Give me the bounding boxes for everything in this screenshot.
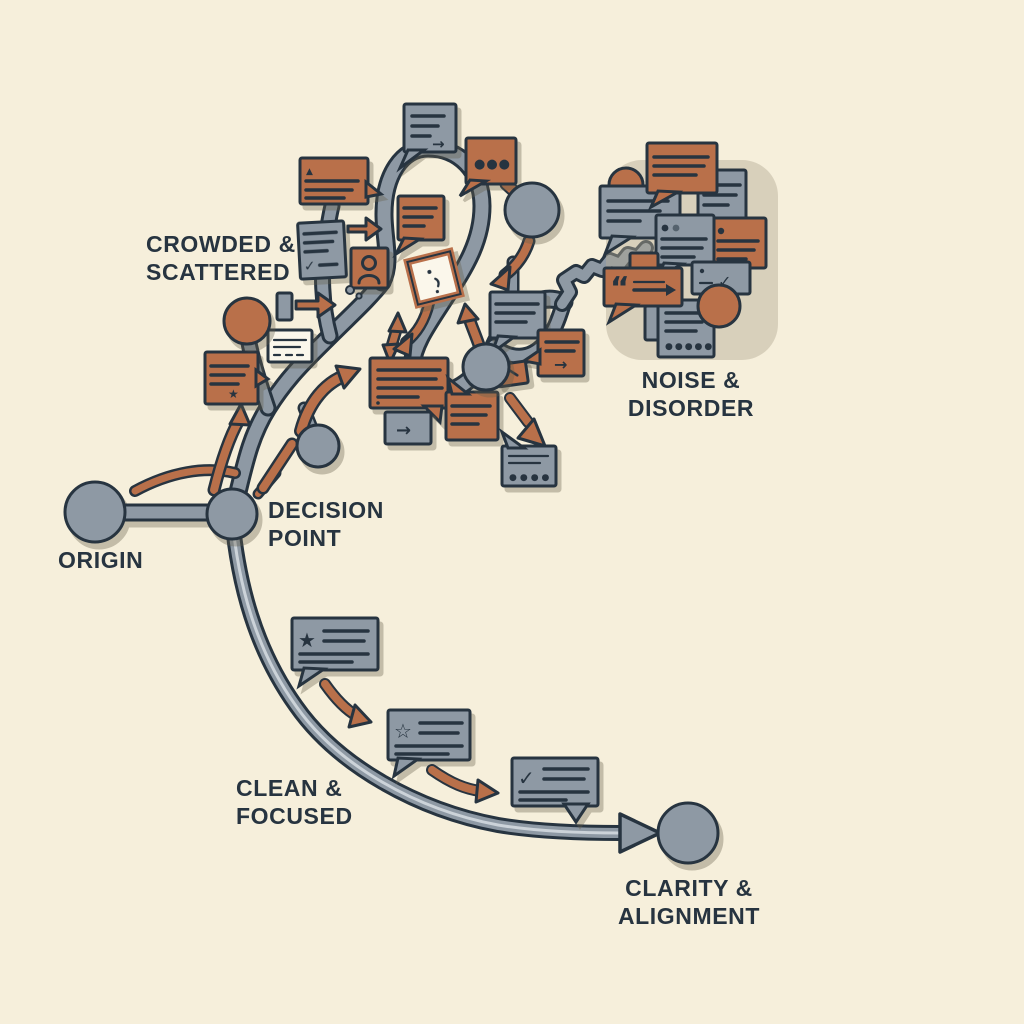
small-dots <box>345 285 363 300</box>
note-bubble-big-orange <box>368 356 450 426</box>
orange-circle-left <box>222 296 272 346</box>
person-icon <box>357 255 381 285</box>
arrow-head-icon <box>666 284 676 296</box>
clean-label-line1: CLEAN & <box>236 775 342 801</box>
crowded-label-line1: CROWDED & <box>146 231 296 257</box>
curved-arrow-up-left <box>207 402 252 497</box>
clean-path <box>224 508 662 854</box>
decision-label-line2: POINT <box>268 525 341 551</box>
gray-circle-mid <box>461 342 511 392</box>
arrow-right-icon: → <box>554 355 567 374</box>
double-headed-arrow <box>381 311 408 365</box>
orange-stick <box>256 437 299 495</box>
cluster-bubble-orange-top <box>645 141 719 211</box>
placeholder-text-lines: → <box>544 340 580 374</box>
clean-label-line2: FOCUSED <box>236 803 353 829</box>
placeholder-text-lines <box>494 302 540 324</box>
arrow-right-icon: → <box>432 135 445 153</box>
chat-bubble-dots: ●●● <box>458 136 518 198</box>
tilted-frame <box>403 247 465 309</box>
white-card <box>266 328 314 364</box>
curved-arrow-from-circle <box>489 234 536 292</box>
placeholder-text-lines: ✓ <box>302 230 339 275</box>
doodle-face-icon <box>427 269 440 294</box>
connector-with-arrow <box>275 291 337 322</box>
check-icon: ✓ <box>303 258 316 275</box>
placeholder-text-lines <box>376 368 444 405</box>
cluster-bubble-quote: “ <box>602 266 684 326</box>
gray-circle-loop-right <box>503 181 561 239</box>
origin-label: ORIGIN <box>58 547 143 573</box>
placeholder-text-lines <box>402 206 438 228</box>
card-with-check: ✓ <box>296 219 348 281</box>
clarity-node <box>656 801 720 865</box>
arrow-right-icon: → <box>396 420 411 441</box>
placeholder-text-lines: ▲ <box>304 167 360 200</box>
gray-circle-mid-left <box>295 423 341 469</box>
clarity-label-line1: CLARITY & <box>625 875 753 901</box>
clean-path-arrowhead <box>618 812 662 854</box>
curved-arrow-up-center <box>294 364 362 438</box>
placeholder-text-lines: ☆ <box>394 719 464 756</box>
placeholder-text-lines: ●●●● <box>507 454 552 483</box>
noise-cluster: ✓ ●●●●● “ <box>598 141 778 360</box>
star-icon: ★ <box>298 628 316 652</box>
placeholder-text-lines <box>450 404 492 426</box>
check-icon: ✓ <box>518 766 535 790</box>
note-bubble-orange-low <box>444 374 500 442</box>
cluster-orange-circle-big <box>696 283 742 329</box>
decision-label-line1: DECISION <box>268 497 384 523</box>
arrow-down-right <box>504 392 547 448</box>
placeholder-text-lines <box>272 338 308 357</box>
crowded-label-line2: SCATTERED <box>146 259 290 285</box>
noise-label-line1: NOISE & <box>642 367 741 393</box>
clean-arrow-1 <box>319 678 373 729</box>
star-icon: ★ <box>228 387 239 401</box>
person-card <box>349 246 390 290</box>
note-bubble-star-left: ★ <box>203 350 271 406</box>
clarity-label-line2: ALIGNMENT <box>618 903 760 929</box>
dots-icon: ●●●●● <box>665 342 714 352</box>
chat-bubble-gray-dots: ●●●● <box>498 427 558 488</box>
note-bubble-loop <box>392 194 446 259</box>
note-bubble-triangle: ▲ <box>298 156 385 206</box>
quote-icon: “ <box>610 271 630 306</box>
decision-node <box>205 487 259 541</box>
clean-bubble-check: ✓ <box>510 756 600 825</box>
placeholder-text-lines: ✓ <box>518 766 590 802</box>
star-outline-icon: ☆ <box>394 719 412 743</box>
placeholder-text-lines: ★ <box>209 364 250 401</box>
curved-arrow-from-frame <box>392 297 435 358</box>
placeholder-text-lines: → <box>410 114 446 153</box>
typing-dots-icon: ●●● <box>474 157 511 172</box>
clean-arrow-2 <box>426 764 500 804</box>
block-arrow-right-icon <box>346 216 383 242</box>
placeholder-text-lines: ★ <box>298 628 370 664</box>
clean-bubble-star-2: ☆ <box>386 708 472 780</box>
clean-bubble-star-1: ★ <box>290 616 380 690</box>
arrow-card: → <box>383 410 433 446</box>
note-bubble-orange-arrow: → <box>520 328 586 378</box>
noise-label-line2: DISORDER <box>628 395 754 421</box>
labels: ORIGIN DECISION POINT CROWDED & SCATTERE… <box>58 231 760 929</box>
dots-icon: ●●●● <box>509 473 552 483</box>
note-bubble-top-gray: → <box>396 102 458 173</box>
triangle-icon: ▲ <box>306 167 313 177</box>
